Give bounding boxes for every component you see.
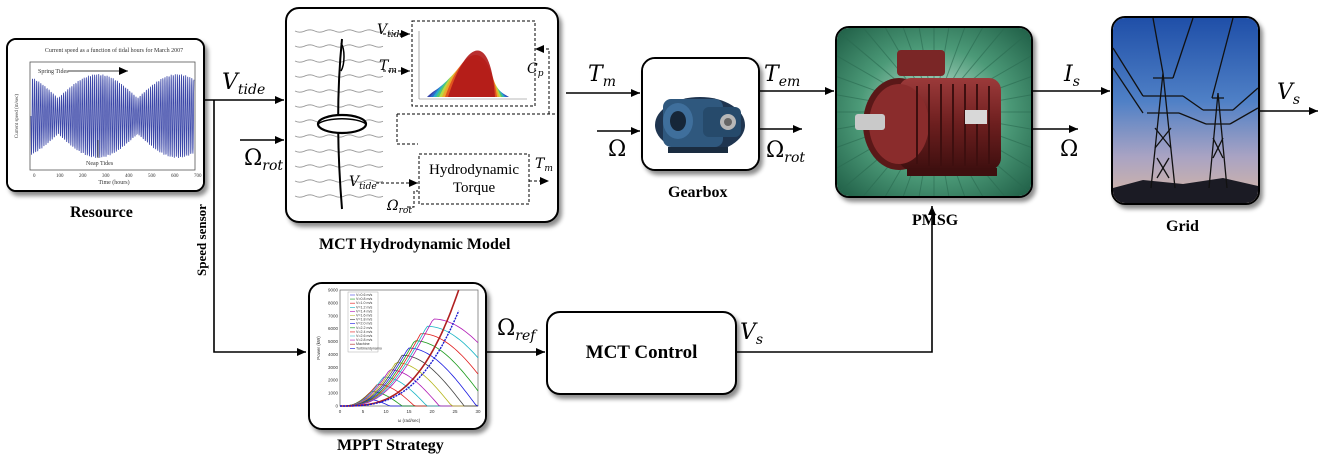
vs-grid-label: Vs <box>1277 80 1301 108</box>
vs-control-label: Vs <box>740 320 764 348</box>
resource-label: Resource <box>70 204 133 221</box>
mppt-legend-entry: V=1.0 m/s <box>356 301 372 305</box>
gearbox-image <box>643 59 758 169</box>
mppt-legend-box <box>347 291 379 353</box>
mct-hydrodynamic-model-block[interactable]: Vtide Tm Cp Hydrodynamic Torque Vtide Ωr… <box>285 7 559 223</box>
tm-torque-out-label: Tm <box>535 156 553 174</box>
mppt-legend-entry: V=1.4 m/s <box>356 309 372 313</box>
mppt-ytick: 7000 <box>328 313 339 318</box>
mppt-ytick: 0 <box>335 404 338 409</box>
mppt-legend-entry: V=1.6 m/s <box>356 314 372 318</box>
flow-line <box>294 29 384 33</box>
mppt-xtick: 15 <box>406 409 412 414</box>
mppt-legend-entry: Machine <box>356 342 370 346</box>
omega-rot-gearbox-label: Ωrot <box>766 138 805 166</box>
pmsg-label: PMSG <box>912 212 959 229</box>
resource-xtick: 600 <box>171 174 179 179</box>
resource-plot-title: Current speed as a function of tidal hou… <box>45 47 183 54</box>
gearbox-block[interactable] <box>641 57 760 171</box>
mppt-ytick: 6000 <box>328 326 339 331</box>
mppt-ytick: 9000 <box>328 288 339 293</box>
vtide-label: Vtide <box>222 70 266 98</box>
mppt-legend-entry: V=1.8 m/s <box>356 318 372 322</box>
flow-line <box>294 59 384 63</box>
resource-xtick: 100 <box>56 174 64 179</box>
omega-rot-input-label: Ωrot <box>244 146 283 174</box>
pmsg-block[interactable] <box>835 26 1033 198</box>
mppt-legend-entry: V=2.4 m/s <box>356 330 372 334</box>
grid-image <box>1113 18 1258 203</box>
is-label: Is <box>1064 62 1080 90</box>
mppt-plot: 9000 8000 7000 6000 5000 4000 3000 2000 1000 0 0 5… <box>310 284 485 428</box>
spring-tides-label: Spring Tides <box>38 69 69 75</box>
resource-xtick: 500 <box>148 174 156 179</box>
mppt-curve <box>340 362 478 407</box>
mppt-legend-entry: V=1.2 m/s <box>356 305 372 309</box>
mppt-xtick: 5 <box>362 409 365 414</box>
resource-xtick: 700 <box>194 174 202 179</box>
mppt-curve <box>340 354 478 407</box>
vtide-inner-label: Vtide <box>377 22 405 40</box>
tm-label: Tm <box>588 62 616 90</box>
tm-inner-label: Tm <box>379 58 397 76</box>
resource-ylabel: Current speed (m/sec) <box>15 94 20 138</box>
flow-line <box>294 44 384 48</box>
speed-sensor-label: Speed sensor <box>194 204 209 276</box>
mppt-ytick: 4000 <box>328 352 339 357</box>
flow-line <box>294 194 384 198</box>
mct-model-label: MCT Hydrodynamic Model <box>319 236 511 253</box>
resource-xtick: 0 <box>33 174 36 179</box>
mppt-legend-entry: V=2.2 m/s <box>356 326 372 330</box>
resource-plot: Current speed as a function of tidal hou… <box>8 40 203 190</box>
resource-xtick: 200 <box>79 174 87 179</box>
mppt-strategy-block[interactable]: 9000 8000 7000 6000 5000 4000 3000 2000 1000 0 0 5… <box>308 282 487 430</box>
flow-line <box>294 179 384 183</box>
mppt-ylabel: Power (kW) <box>316 336 321 360</box>
pmsg-image <box>837 28 1031 196</box>
neap-tides-label: Neap Tides <box>86 161 114 167</box>
mppt-xtick: 0 <box>339 409 342 414</box>
mppt-xtick: 10 <box>383 409 389 414</box>
mppt-xtick: 20 <box>429 409 435 414</box>
cp-surface-band <box>448 50 495 97</box>
omega-ref-label: Ωref <box>497 316 536 344</box>
mct-control-label: MCT Control <box>585 342 698 363</box>
mppt-legend-entry: Turbine/dynamo <box>356 346 382 350</box>
mppt-xtick: 30 <box>475 409 481 414</box>
hydrodynamic-torque-label: Hydrodynamic Torque <box>429 162 519 196</box>
resource-block[interactable]: Current speed as a function of tidal hou… <box>6 38 205 192</box>
mppt-strategy-label: MPPT Strategy <box>337 437 444 454</box>
mppt-legend-entry: V=2.8 m/s <box>356 338 372 342</box>
mppt-ytick: 5000 <box>328 339 339 344</box>
omega-gearbox-input-label: Ω <box>608 137 627 162</box>
mppt-ytick: 2000 <box>328 378 339 383</box>
turbine-illustration <box>294 20 557 210</box>
vtide-torque-label: Vtide <box>349 174 377 192</box>
cp-label: Cp <box>527 61 544 79</box>
resource-xtick: 300 <box>102 174 110 179</box>
mppt-xlabel: ω (rad/sec) <box>398 418 421 423</box>
cp-axes <box>418 31 527 100</box>
grid-label: Grid <box>1166 218 1199 235</box>
omega-pmsg-label: Ω <box>1060 137 1079 162</box>
mppt-ytick: 1000 <box>328 391 339 396</box>
mppt-legend-entry: V=2.6 m/s <box>356 334 372 338</box>
mct-control-block[interactable]: MCT Control <box>546 311 737 395</box>
mppt-ytick: 3000 <box>328 365 339 370</box>
turbine-curve <box>340 310 460 407</box>
mppt-legend-entry: V=2.0 m/s <box>356 322 372 326</box>
tem-label: Tem <box>764 62 801 90</box>
omega-rot-torque-label: Ωrot <box>387 198 412 216</box>
gearbox-label: Gearbox <box>668 184 728 201</box>
mppt-legend-entry: V=0.6 m/s <box>356 293 372 297</box>
mppt-curve <box>340 318 479 407</box>
grid-block[interactable] <box>1111 16 1260 205</box>
resource-xlabel: Time (hours) <box>98 179 129 186</box>
mppt-xtick: 25 <box>452 409 458 414</box>
mppt-ytick: 8000 <box>328 300 339 305</box>
mppt-legend-entry: V=0.8 m/s <box>356 297 372 301</box>
resource-xtick: 400 <box>125 174 133 179</box>
